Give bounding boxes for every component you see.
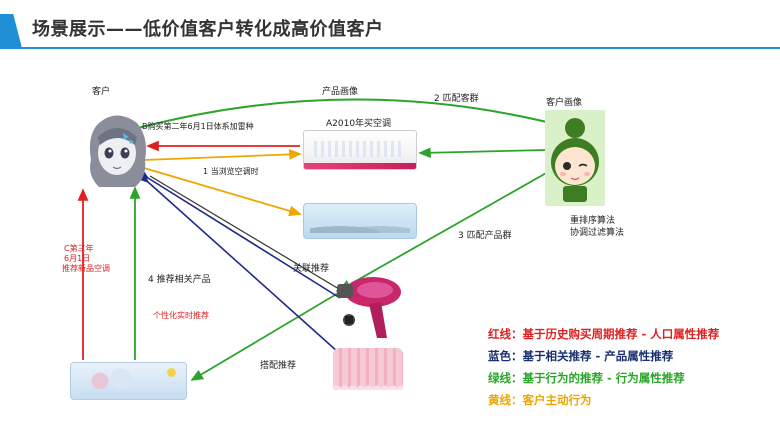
label-matched-recommend: 搭配推荐	[260, 361, 297, 371]
yellow-line-to-ac-main	[143, 149, 302, 161]
label-rerank-line1: 重排序算法	[570, 216, 616, 226]
label-b-purchase: B购买第二年6月1日体系加雷种	[142, 122, 254, 131]
green-line-dryer-to-ac3	[190, 291, 341, 381]
label-related-recommend: 关联推荐	[293, 264, 330, 274]
label-customer-profile: 客户画像	[546, 98, 583, 108]
legend-green: 绿线：基于行为的推荐 - 行为属性推荐	[488, 371, 685, 385]
yellow-line-to-ac-2	[143, 167, 302, 217]
label-personalized-realtime: 个性化实时推荐	[153, 311, 209, 320]
label-rerank-line2: 协调过滤算法	[570, 228, 625, 238]
navy-line-customer-dryer	[137, 168, 341, 299]
air-conditioner-2-image	[303, 203, 417, 239]
label-match-product-group: 3 匹配产品群	[458, 231, 512, 241]
label-product-profile: 产品画像	[322, 87, 359, 97]
dark-line-dryer	[149, 175, 346, 293]
label-a2010-ac: A2010年买空调	[326, 119, 392, 129]
label-c-line2: 6月1日	[64, 254, 91, 263]
label-c-line1: C第三年	[64, 244, 94, 253]
label-customer: 客户	[92, 87, 111, 97]
label-browse-ac: 1 当浏览空调时	[203, 167, 259, 176]
green-line-profile-to-ac	[418, 147, 546, 159]
bath-mat-image	[333, 348, 403, 390]
header-divider	[0, 47, 780, 49]
air-conditioner-main-image	[303, 130, 417, 170]
navy-line-customer-mat	[137, 172, 339, 353]
label-recommend-related: 4 推荐相关产品	[148, 275, 211, 285]
green-line-profile-to-dryer	[338, 161, 561, 291]
page-title: 场景展示——低价值客户转化成高价值客户	[32, 19, 384, 40]
green-arc-top	[124, 98, 580, 137]
legend-blue: 蓝色：基于相关推荐 - 产品属性推荐	[488, 349, 674, 363]
label-match-customer-group: 2 匹配客群	[434, 94, 479, 104]
legend-yellow: 黄线：客户主动行为	[488, 393, 592, 407]
legend-red: 红线：基于历史购买周期推荐 - 人口属性推荐	[488, 327, 720, 341]
air-conditioner-3-image	[70, 362, 187, 400]
label-c-line3: 推荐新品空调	[62, 264, 110, 273]
